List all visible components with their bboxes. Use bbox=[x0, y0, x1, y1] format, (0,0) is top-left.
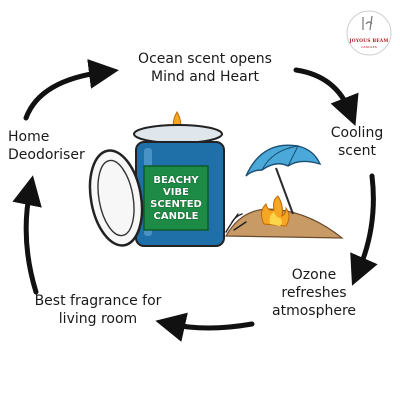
jar-rim bbox=[133, 124, 223, 144]
umbrella-pole bbox=[275, 167, 294, 215]
candle-label-line: BEACHY VIBE bbox=[153, 175, 199, 198]
candle-label-line: CANDLE bbox=[153, 211, 199, 222]
arrow-top-right bbox=[293, 67, 359, 126]
beach-umbrella-illustration bbox=[224, 144, 344, 239]
arrow-bottom bbox=[155, 312, 255, 342]
cycle-step-ozone: Ozone refreshes atmosphere bbox=[272, 267, 356, 319]
jar-label bbox=[143, 165, 209, 231]
arrow-left bbox=[12, 175, 42, 295]
cycle-step-ocean-scent: Ocean scent opens Mind and Heart bbox=[138, 51, 272, 85]
candle-label-line: SCENTED bbox=[150, 199, 202, 210]
brand-logo-subtitle: CANDLES bbox=[361, 45, 377, 49]
scented-candle-jar bbox=[133, 111, 225, 247]
brand-logo-name: JOYOUS BEAM bbox=[349, 39, 389, 44]
arrow-right bbox=[350, 173, 378, 286]
cycle-step-cooling-scent: Cooling scent bbox=[330, 125, 384, 159]
jar-lid bbox=[88, 149, 144, 247]
brand-logo bbox=[346, 10, 392, 56]
campfire-icon bbox=[260, 195, 290, 227]
cycle-step-living-room: Best fragrance for living room bbox=[34, 293, 162, 327]
plant-sprig bbox=[225, 213, 247, 233]
cycle-step-home-deodoriser: Home Deodoriser bbox=[8, 129, 85, 163]
candle-label-text: BEACHY VIBE SCENTED CANDLE bbox=[144, 168, 208, 230]
arrow-top-left bbox=[23, 58, 119, 121]
umbrella-canopy bbox=[245, 144, 322, 177]
